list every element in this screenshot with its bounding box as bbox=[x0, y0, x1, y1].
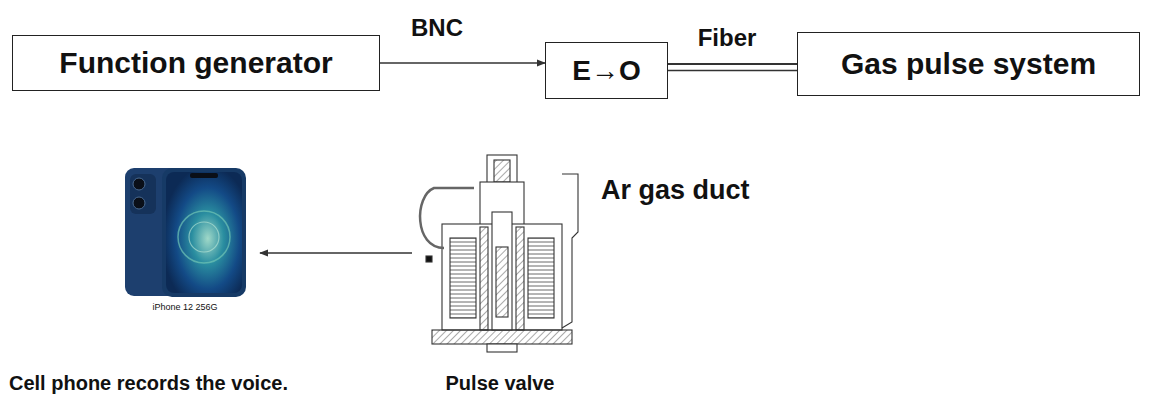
connector bbox=[668, 70, 797, 71]
box-label: Gas pulse system bbox=[841, 47, 1096, 81]
cell-phone-drawing bbox=[120, 165, 250, 300]
connector-label: Fiber bbox=[695, 24, 760, 52]
connector bbox=[380, 62, 545, 63]
pulse-valve-drawing bbox=[412, 152, 587, 354]
picture-node: Pulse valve bbox=[405, 150, 595, 400]
box-label: Function generator bbox=[59, 46, 332, 80]
picture-node: iPhone 12 256G Cell phone records the voi… bbox=[5, 160, 345, 400]
caption-text: Cell phone records the voice. bbox=[9, 372, 341, 395]
connector-label: BNC bbox=[408, 14, 466, 42]
box-label: E→O bbox=[572, 55, 640, 87]
process-box: Function generator bbox=[12, 35, 380, 91]
caption-text: Pulse valve bbox=[405, 372, 595, 395]
process-box: E→O bbox=[545, 42, 668, 99]
caption-text: iPhone 12 256G bbox=[125, 302, 245, 312]
connector bbox=[260, 252, 412, 253]
connector-label: Ar gas duct bbox=[598, 175, 753, 206]
process-box: Gas pulse system bbox=[797, 32, 1140, 96]
